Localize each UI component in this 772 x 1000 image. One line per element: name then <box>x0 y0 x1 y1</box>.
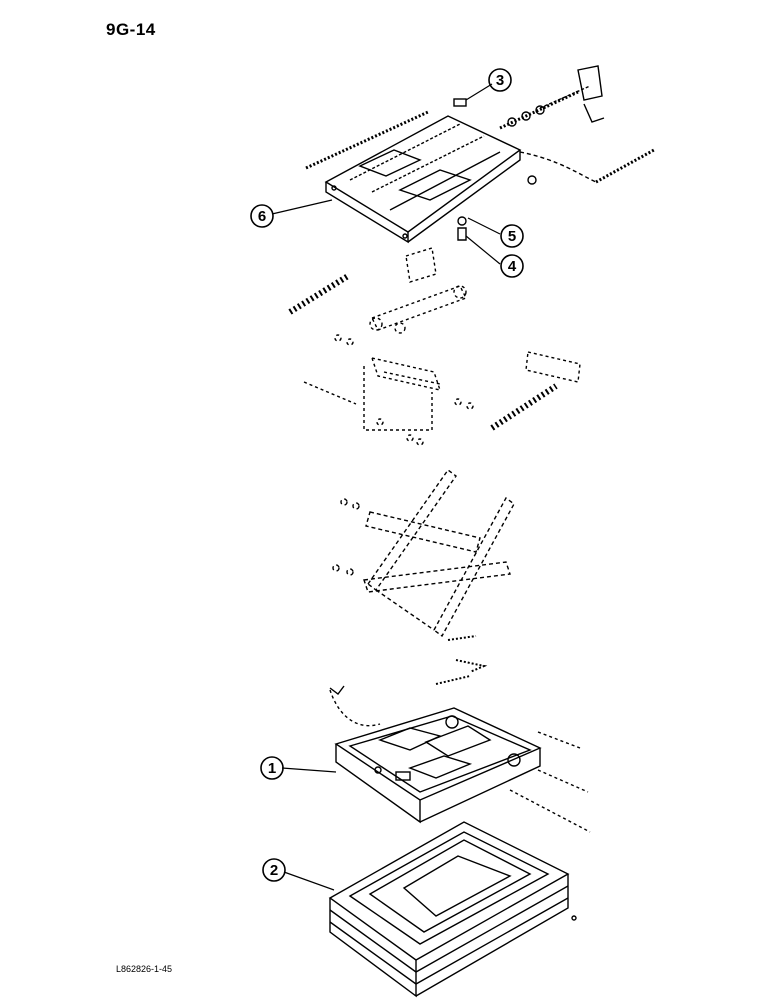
callout-5: 5 <box>508 228 516 245</box>
top-slide-rail-assembly <box>305 65 655 244</box>
seat-base-plate <box>329 685 591 833</box>
leader-lines <box>271 83 501 891</box>
callout-2-circle <box>262 858 286 882</box>
callout-4: 4 <box>508 258 517 275</box>
fastener-group <box>435 635 488 685</box>
callout-2: 2 <box>270 862 278 879</box>
page-number: 9G-14 <box>106 20 156 39</box>
seat-skirt <box>328 821 577 998</box>
callout-1: 1 <box>268 760 276 777</box>
figure-code: L862826-1-45 <box>116 964 173 974</box>
callout-4-circle <box>500 254 524 278</box>
suspension-parts <box>288 247 581 446</box>
scissor-frame <box>332 469 515 638</box>
callout-6-circle <box>250 204 274 228</box>
callouts <box>250 68 524 882</box>
callout-6: 6 <box>258 208 266 225</box>
callout-3-circle <box>488 68 512 92</box>
callout-3: 3 <box>496 72 504 89</box>
callout-5-circle <box>500 224 524 248</box>
callout-1-circle <box>260 756 284 780</box>
